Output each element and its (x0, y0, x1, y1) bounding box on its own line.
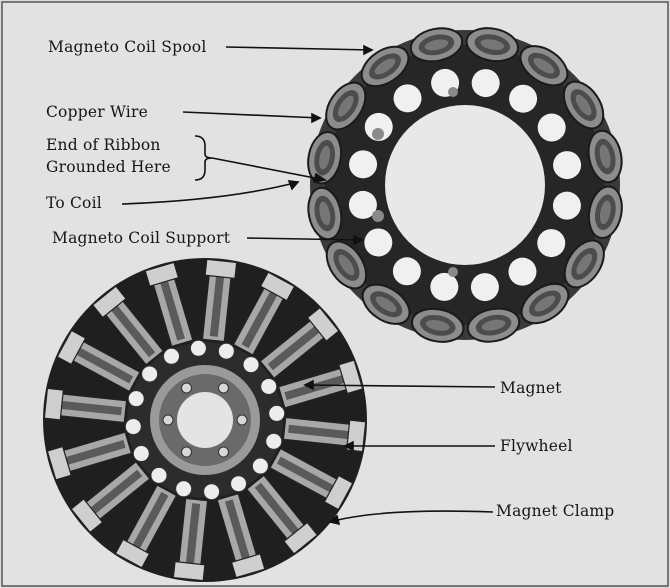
coil-rivet (448, 87, 458, 97)
end-of-ribbon-line2: Grounded Here (46, 156, 171, 178)
coil-support-hole (394, 84, 422, 112)
pole-stud (252, 458, 268, 474)
pole-stud (243, 357, 259, 373)
pole-stud (151, 467, 167, 483)
ribbon-ground-rivet (372, 128, 384, 140)
magnet-label: Magnet (500, 377, 562, 399)
coil-support-hole (538, 114, 566, 142)
coil-rivet (448, 267, 458, 277)
to-coil-label: To Coil (46, 192, 102, 214)
pole-stud (204, 484, 220, 500)
pole-stud (269, 405, 285, 421)
flywheel-assembly (43, 258, 367, 582)
coil-support-hole (471, 273, 499, 301)
pole-stud (261, 378, 277, 394)
hub-bolt (163, 415, 173, 425)
pole-stud (218, 343, 234, 359)
magnet-clamp (205, 259, 237, 278)
coil-support-hole (509, 85, 537, 113)
pole-stud (128, 391, 144, 407)
coil-support-hole (508, 258, 536, 286)
pole-stud (125, 419, 141, 435)
magneto-coil-support-label: Magneto Coil Support (52, 227, 230, 249)
hub-bolt (182, 383, 192, 393)
flywheel-label: Flywheel (500, 435, 573, 457)
end-of-ribbon-label: End of Ribbon Grounded Here (46, 134, 171, 178)
hub-bolt (182, 447, 192, 457)
pole-stud (163, 348, 179, 364)
coil-ring-center-opening (385, 105, 545, 265)
coil-support-hole (472, 69, 500, 97)
pole-stud (231, 476, 247, 492)
hub-bolt (219, 447, 229, 457)
coil-support-hole (349, 150, 377, 178)
pole-stud (133, 446, 149, 462)
magnet-clamp (44, 388, 63, 420)
hub-bolt (219, 383, 229, 393)
coil-support-hole (364, 228, 392, 256)
magneto-coil-spool-label: Magneto Coil Spool (48, 36, 206, 58)
coil-support-hole (553, 151, 581, 179)
magnet-clamp (173, 562, 205, 581)
pole-stud (142, 366, 158, 382)
coil-support-hole (553, 192, 581, 220)
hub-bolt (237, 415, 247, 425)
pole-stud (176, 481, 192, 497)
end-of-ribbon-line1: End of Ribbon (46, 134, 171, 156)
copper-wire-label: Copper Wire (46, 101, 148, 123)
flywheel-bore (177, 392, 233, 448)
magnet-clamp-label: Magnet Clamp (496, 500, 614, 522)
coil-support-hole (537, 229, 565, 257)
coil-support-hole (393, 257, 421, 285)
pole-stud (266, 433, 282, 449)
pole-stud (190, 340, 206, 356)
coil-rivet (372, 210, 384, 222)
coil-support-hole (430, 273, 458, 301)
